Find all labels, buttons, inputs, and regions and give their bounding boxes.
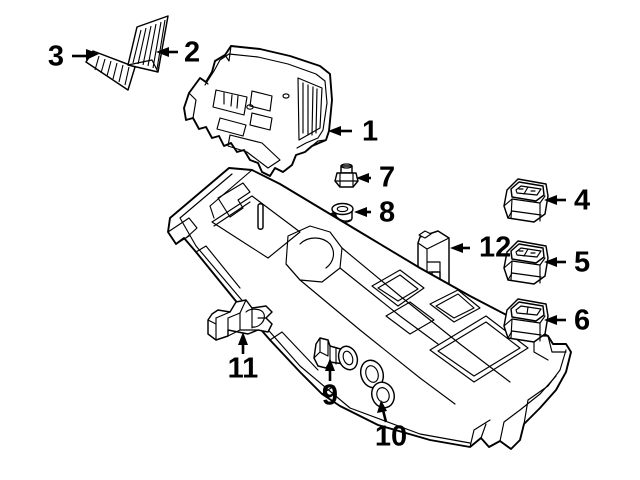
callout-6-arrowhead: [544, 315, 557, 325]
callout-5: 5: [544, 247, 590, 279]
callout-8-arrowhead: [354, 207, 367, 217]
callout-1-arrowhead: [328, 126, 341, 136]
callout-3: 3: [48, 41, 99, 73]
callout-10-arrowhead: [377, 400, 387, 413]
callout-11: 11: [228, 332, 259, 385]
callout-8: 8: [354, 197, 395, 229]
callout-11-arrowhead: [238, 332, 248, 345]
callout-3-arrowhead: [86, 49, 99, 60]
callout-8-label: 8: [379, 197, 395, 229]
callout-5-arrowhead: [544, 257, 557, 267]
callout-6-label: 6: [574, 305, 590, 337]
callout-7-arrowhead: [356, 173, 369, 183]
callout-11-label: 11: [228, 353, 259, 385]
part-10-power-outlet-ring-cap: [359, 359, 395, 409]
part-4-seat-heater-switch-dual-upper: [503, 178, 549, 223]
callout-4: 4: [544, 185, 590, 217]
callout-1: 1: [328, 116, 378, 148]
callout-12-label: 12: [479, 232, 511, 264]
callout-9-arrowhead: [325, 358, 335, 371]
callout-4-arrowhead: [544, 195, 557, 205]
callout-2: 2: [156, 37, 200, 69]
callout-9-label: 9: [322, 380, 338, 412]
callout-7: 7: [356, 162, 395, 194]
callout-3-label: 3: [48, 41, 64, 73]
callout-1-label: 1: [362, 116, 378, 148]
part-5-seat-heater-switch-dual-lower: [503, 240, 549, 285]
callout-7-label: 7: [379, 162, 395, 194]
callout-6: 6: [544, 305, 590, 337]
callout-12: 12: [450, 232, 511, 264]
center-console-main-body: [167, 167, 572, 450]
callout-10-label: 10: [375, 421, 407, 453]
callout-2-label: 2: [184, 37, 200, 69]
callout-10-leader: [381, 409, 388, 423]
part-6-single-rocker-switch: [503, 298, 549, 343]
callout-10: 10: [375, 400, 407, 453]
part-2-console-trim-insert-wide: [127, 15, 169, 73]
callout-2-arrowhead: [156, 47, 169, 57]
part-7-console-mounting-nut: [334, 163, 359, 188]
callout-5-label: 5: [574, 247, 590, 279]
part-9-cigarette-lighter-element: [313, 337, 359, 371]
callout-9: 9: [322, 358, 338, 412]
callout-4-label: 4: [574, 185, 590, 217]
part-11-console-retainer-bracket: [207, 299, 273, 341]
callout-12-arrowhead: [450, 243, 463, 253]
part-3-console-trim-insert-narrow: [85, 50, 136, 91]
part-1-center-console-upper-trim-panel: [183, 45, 333, 177]
